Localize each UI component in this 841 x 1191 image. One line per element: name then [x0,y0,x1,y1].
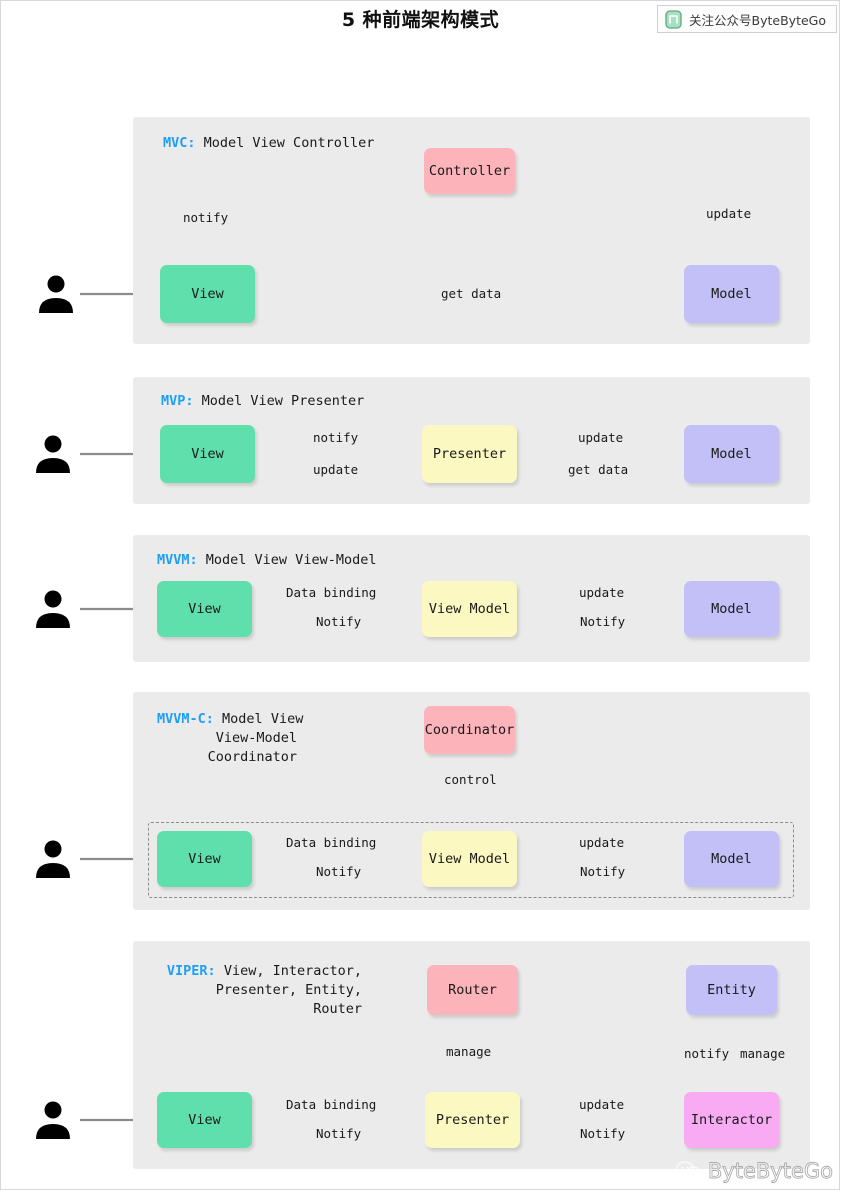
edge-label-notify: Notify [577,864,629,879]
node-view[interactable]: View [157,831,252,887]
edge-label-notify: Notify [313,614,365,629]
node-view[interactable]: View [160,265,255,323]
user-actor-icon [36,840,70,878]
edge-label-update: update [575,430,627,445]
panel-mvvmc-title-line-3: Coordinator [207,749,297,765]
panel-mvvm-title: MVVM: Model View View-Model [157,551,376,570]
node-model[interactable]: Model [684,831,779,887]
edge-label-data-binding: Data binding [283,1097,380,1112]
node-controller[interactable]: Controller [424,148,515,194]
panel-mvp-title: MVP: Model View Presenter [161,392,364,411]
node-coordinator[interactable]: Coordinator [424,706,515,754]
user-actor-icon [39,275,73,313]
wechat-follow-badge[interactable]: 关注公众号ByteByteGo [657,5,837,33]
edge-label-get-data: get data [438,286,505,301]
panel-viper-acronym: VIPER: [166,963,216,979]
panel-mvvmc-acronym: MVVM-C: [157,711,214,727]
edge-label-get-data: get data [565,462,632,477]
mvvm-group-box [148,822,794,898]
edge-label-data-binding: Data binding [283,835,380,850]
edge-label-notify: notify [180,210,232,225]
edge-label-notify: notify [310,430,362,445]
wechat-badge-label: 关注公众号ByteByteGo [689,12,826,28]
edge-label-update: update [576,835,628,850]
edge-label-update: update [310,462,362,477]
node-model[interactable]: Model [684,581,779,637]
edge-label-update: update [576,585,628,600]
node-model[interactable]: Model [684,425,779,483]
panel-viper-title-line-2: Presenter, Entity, [215,982,362,998]
node-interactor[interactable]: Interactor [684,1092,779,1148]
edge-label-control: control [441,772,500,787]
node-view-model[interactable]: View Model [422,831,517,887]
panel-mvp-title-text: Model View Presenter [201,393,365,409]
edge-label-notify: Notify [313,1126,365,1141]
node-view[interactable]: View [157,1092,252,1148]
edge-label-notify: notify [681,1046,733,1061]
node-presenter[interactable]: Presenter [422,425,517,483]
panel-viper-title-line-3: Router [313,1001,362,1017]
edge-label-manage: manage [443,1044,495,1059]
node-entity[interactable]: Entity [686,965,777,1015]
edge-label-update: update [703,206,755,221]
node-view[interactable]: View [157,581,252,637]
node-presenter[interactable]: Presenter [425,1092,520,1148]
edge-label-manage: manage [737,1046,789,1061]
panel-mvvmc-title-line-1: Model View [222,711,304,727]
user-actor-icon [36,590,70,628]
wechat-bubbles-icon [675,1161,702,1182]
node-view-model[interactable]: View Model [422,581,517,637]
panel-mvc-title: MVC: Model View Controller [163,134,374,153]
panel-mvc-acronym: MVC: [163,135,196,151]
edge-label-notify: Notify [313,864,365,879]
node-view[interactable]: View [160,425,255,483]
panel-mvp-acronym: MVP: [161,393,194,409]
panel-mvvm-acronym: MVVM: [157,552,198,568]
panel-mvvmc-title-line-2: View-Model [215,730,297,746]
page-title: 5 种前端架构模式 [341,9,500,31]
node-model[interactable]: Model [684,265,779,323]
watermark-text: ByteByteGo [707,1159,833,1184]
user-actor-icon [36,435,70,473]
node-router[interactable]: Router [427,965,518,1015]
page-header: 5 种前端架构模式 关注公众号ByteByteGo [0,0,841,44]
edge-label-update: update [576,1097,628,1112]
user-actor-icon [36,1101,70,1139]
edge-label-notify: Notify [577,614,629,629]
wechat-icon [665,9,682,29]
panel-mvvm-title-text: Model View View-Model [205,552,377,568]
edge-label-data-binding: Data binding [283,585,380,600]
panel-viper-title-line-1: View, Interactor, [223,963,362,979]
panel-viper-title: VIPER: View, Interactor, Presenter, Entit… [157,962,362,1019]
edge-label-notify: Notify [577,1126,629,1141]
watermark: ByteByteGo [675,1159,833,1184]
panel-mvc-title-text: Model View Controller [203,135,375,151]
